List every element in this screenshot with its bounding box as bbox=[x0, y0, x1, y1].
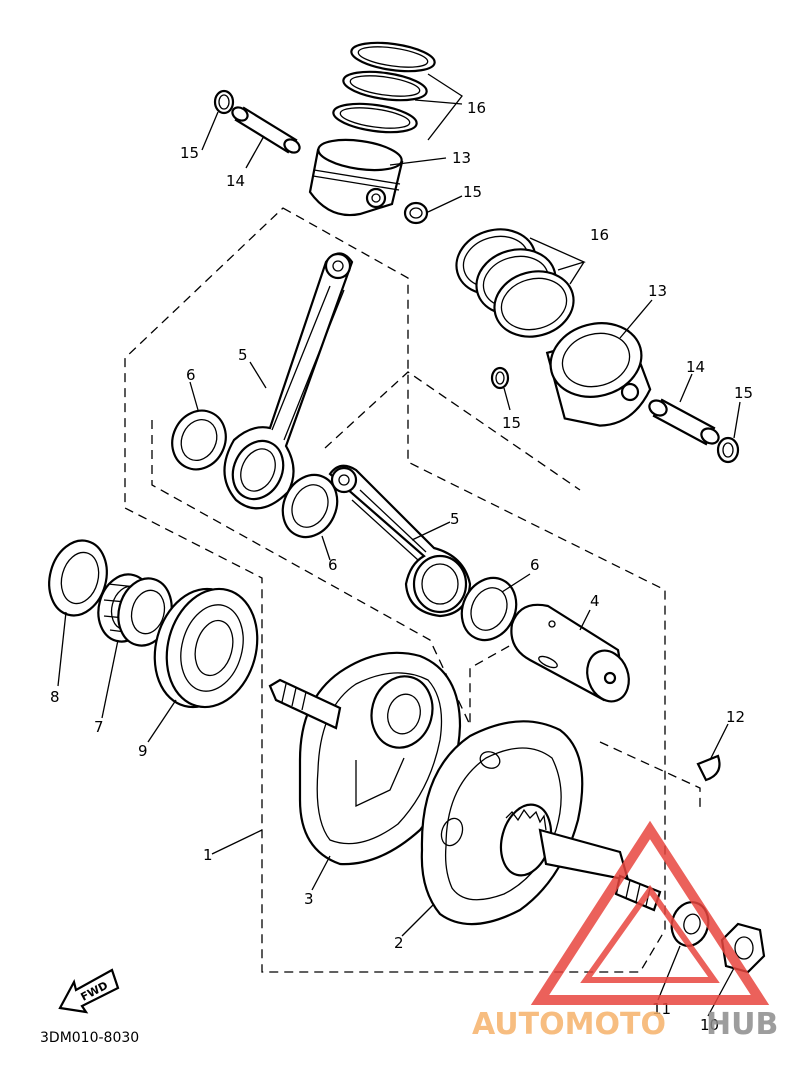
callout-9: 9 bbox=[138, 742, 148, 760]
woodruff-key bbox=[696, 754, 721, 782]
callout-16: 16 bbox=[590, 226, 609, 244]
thrust-washer-upper bbox=[171, 409, 227, 471]
callout-13: 13 bbox=[452, 149, 471, 167]
leader-lines bbox=[57, 73, 741, 1017]
callout-13: 13 bbox=[648, 282, 667, 300]
callout-15: 15 bbox=[502, 414, 521, 432]
callout-1: 1 bbox=[203, 846, 213, 864]
circlip-upper-left bbox=[213, 89, 235, 115]
callout-8: 8 bbox=[50, 688, 60, 706]
thrust-washer-middle bbox=[281, 473, 339, 539]
piston-pin-upper bbox=[231, 106, 301, 154]
ball-bearing bbox=[153, 587, 259, 709]
circlip-lower-right bbox=[716, 436, 740, 464]
callout-15: 15 bbox=[734, 384, 753, 402]
callout-4: 4 bbox=[590, 592, 600, 610]
part-code: 3DM010-8030 bbox=[40, 1030, 139, 1046]
crankshaft-left-shaft bbox=[268, 678, 342, 730]
connecting-rod-upper bbox=[223, 252, 354, 510]
circlip-upper-right bbox=[403, 201, 429, 225]
watermark-text-secondary: HUB bbox=[706, 1007, 778, 1042]
callout-16: 16 bbox=[467, 99, 486, 117]
oil-seal bbox=[48, 539, 108, 617]
piston-rings-upper bbox=[332, 41, 436, 134]
callout-5: 5 bbox=[450, 510, 460, 528]
crank-pin bbox=[510, 603, 630, 703]
callout-12: 12 bbox=[726, 708, 745, 726]
piston-lower bbox=[545, 322, 652, 427]
callout-10: 10 bbox=[700, 1016, 719, 1034]
callout-6: 6 bbox=[530, 556, 540, 574]
piston-upper bbox=[308, 138, 404, 217]
assembly-outline-crankshaft bbox=[124, 207, 701, 973]
callout-5: 5 bbox=[238, 346, 248, 364]
watermark-logo: AUTOMOTO HUB bbox=[472, 820, 778, 1042]
crankshaft-right-shaft bbox=[538, 828, 662, 912]
callout-15: 15 bbox=[180, 144, 199, 162]
callout-3: 3 bbox=[304, 890, 314, 908]
connecting-rod-lower bbox=[328, 464, 472, 618]
callout-7: 7 bbox=[94, 718, 104, 736]
callout-14: 14 bbox=[686, 358, 705, 376]
fwd-arrow-icon: FWD bbox=[58, 968, 120, 1014]
crank-web-right bbox=[420, 720, 584, 926]
piston-rings-lower bbox=[455, 228, 575, 338]
crank-web-left bbox=[298, 651, 462, 866]
callout-6: 6 bbox=[186, 366, 196, 384]
callout-6: 6 bbox=[328, 556, 338, 574]
piston-pin-lower bbox=[648, 398, 720, 446]
callout-15: 15 bbox=[463, 183, 482, 201]
circlip-lower-left bbox=[490, 366, 510, 390]
callout-labels: 15 14 16 13 15 16 13 14 15 15 5 6 6 5 6 … bbox=[50, 99, 753, 1034]
callout-2: 2 bbox=[394, 934, 404, 952]
watermark-text-primary: AUTOMOTO bbox=[472, 1007, 666, 1042]
callout-14: 14 bbox=[226, 172, 245, 190]
